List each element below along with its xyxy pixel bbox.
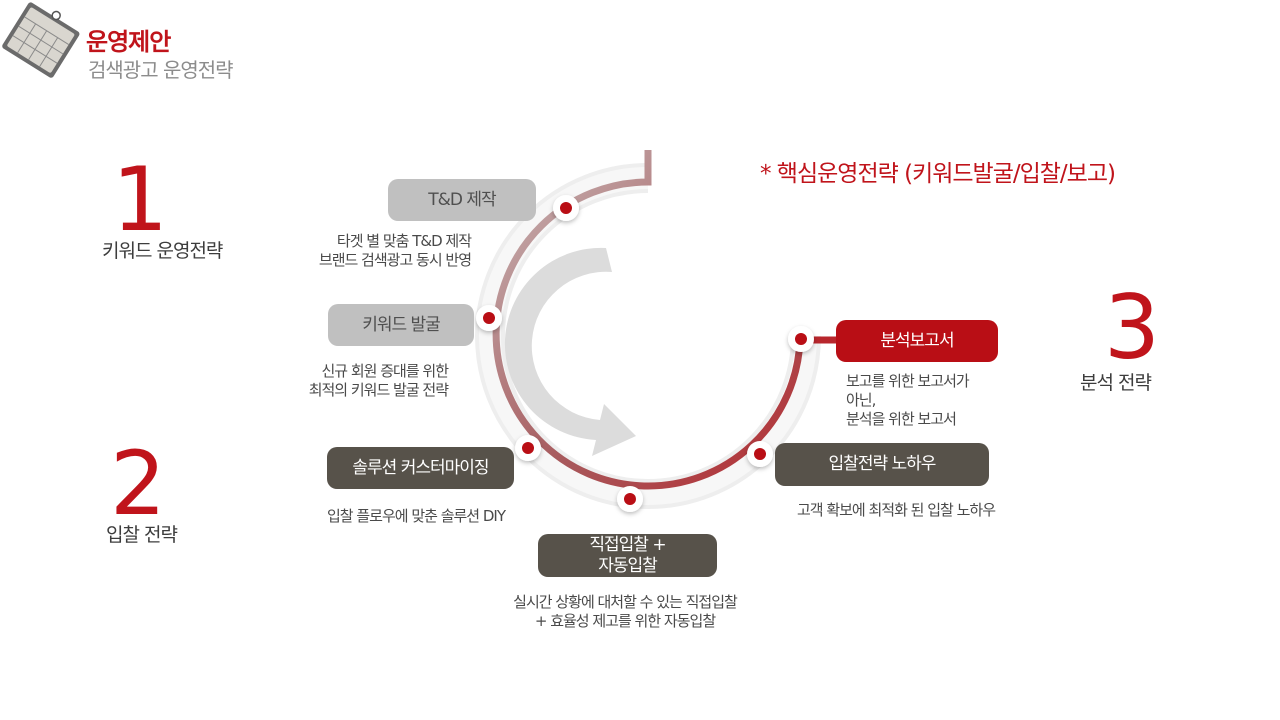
section-number-1: 1 [112, 148, 168, 251]
plan-tag-icon [2, 2, 80, 78]
step-bidding-desc-line-1: 실시간 상황에 대처할 수 있는 직접입찰 [513, 593, 738, 611]
step-td-desc-line-1: 타겟 별 맞춤 T&D 제작 [336, 232, 472, 250]
step-td-pill: T&D 제작 [388, 179, 536, 221]
step-report-desc-line-1: 보고를 위한 보고서가 [846, 372, 970, 390]
node-dot-5 [754, 448, 766, 460]
step-bidding-pill: 직접입찰 + 자동입찰 [538, 534, 717, 577]
step-keyword-desc-line-2: 최적의 키워드 발굴 전략 [308, 381, 449, 399]
step-keyword-desc-line-1: 신규 회원 증대를 위한 [321, 362, 449, 380]
step-bidding-title-line-1: 직접입찰 + [589, 534, 666, 555]
cycle-arrow-icon [504, 247, 636, 456]
section-label-2: 입찰 전략 [106, 524, 178, 546]
step-report-pill: 분석보고서 [836, 320, 998, 362]
step-report-desc-line-3: 분석을 위한 보고서 [846, 410, 957, 428]
step-keyword-desc: 신규 회원 증대를 위한 최적의 키워드 발굴 전략 [308, 362, 449, 400]
step-keyword-pill: 키워드 발굴 [328, 304, 474, 346]
step-td-desc-line-2: 브랜드 검색광고 동시 반영 [318, 251, 472, 269]
step-report-desc-line-2: 아닌, [846, 391, 876, 409]
step-solution-desc: 입찰 플로우에 맞춘 솔루션 DIY [326, 507, 506, 526]
section-number-3: 3 [1104, 276, 1160, 379]
section-label-3: 분석 전략 [1080, 372, 1152, 394]
step-solution-desc-line-1: 입찰 플로우에 맞춘 솔루션 DIY [326, 507, 506, 525]
step-bidding-desc-line-2: + 효율성 제고를 위한 자동입찰 [534, 612, 716, 630]
node-dot-2 [483, 312, 495, 324]
page-subtitle: 검색광고 운영전략 [88, 58, 234, 82]
node-dot-4 [624, 493, 636, 505]
node-dot-1 [560, 202, 572, 214]
node-dot-3 [522, 442, 534, 454]
step-knowhow-pill: 입찰전략 노하우 [775, 443, 989, 486]
step-knowhow-desc: 고객 확보에 최적화 된 입찰 노하우 [775, 501, 1017, 520]
section-label-1: 키워드 운영전략 [102, 240, 223, 262]
step-td-desc: 타겟 별 맞춤 T&D 제작 브랜드 검색광고 동시 반영 [318, 232, 472, 270]
node-dot-6 [795, 333, 807, 345]
progress-arc [492, 150, 836, 490]
core-strategy-note: * 핵심운영전략 (키워드발굴/입찰/보고) [760, 161, 1116, 187]
step-report-desc: 보고를 위한 보고서가 아닌, 분석을 위한 보고서 [846, 372, 970, 429]
step-knowhow-desc-line-1: 고객 확보에 최적화 된 입찰 노하우 [796, 501, 996, 519]
section-number-2: 2 [110, 432, 166, 535]
step-solution-pill: 솔루션 커스터마이징 [327, 447, 514, 489]
step-bidding-desc: 실시간 상황에 대처할 수 있는 직접입찰 + 효율성 제고를 위한 자동입찰 [492, 593, 758, 631]
step-bidding-title-line-2: 자동입찰 [598, 555, 658, 576]
page-title: 운영제안 [86, 28, 171, 56]
